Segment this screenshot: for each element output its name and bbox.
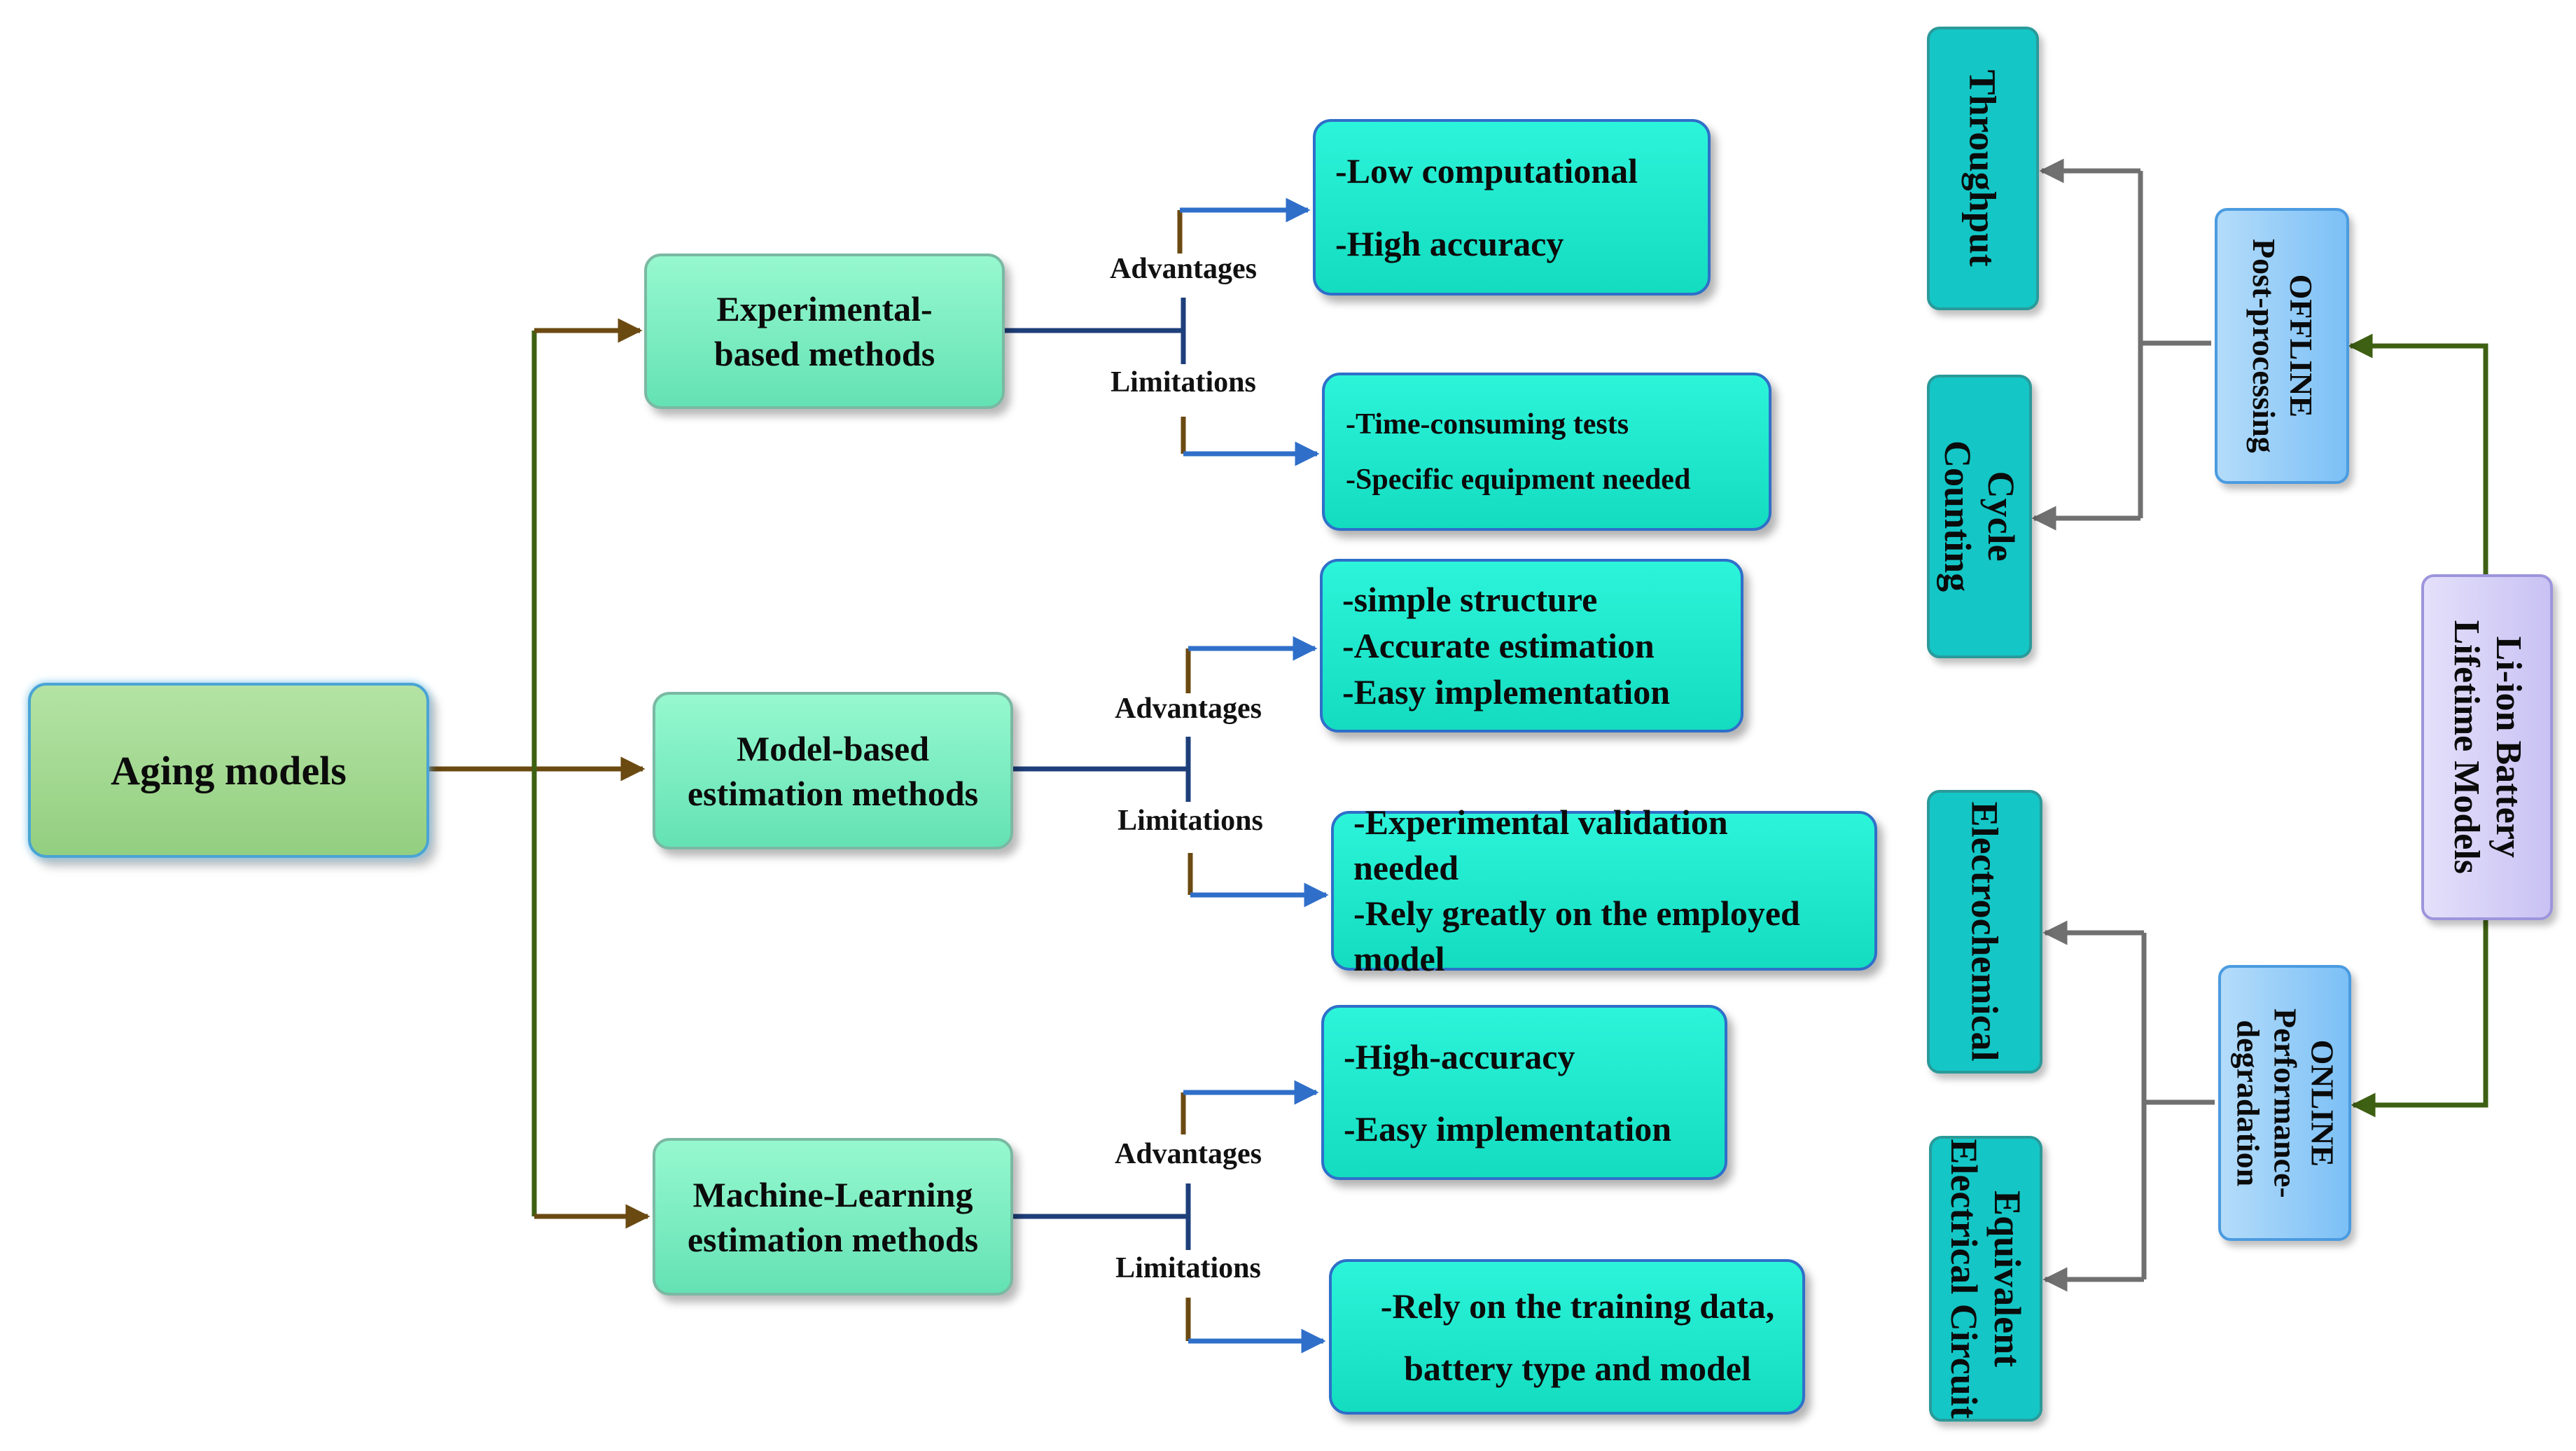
equivalent-circuit-line: Equivalent [1986, 1190, 2029, 1368]
equivalent-circuit-line: Electrical Circuit [1943, 1139, 1986, 1419]
method-label-line: Experimental- [716, 289, 933, 328]
online-line: ONLINE [2304, 1039, 2341, 1167]
lifetime-title-line: Li-ion Battery [2488, 636, 2528, 859]
limitation-item: model [1353, 939, 1445, 978]
root-connectors [429, 318, 650, 1229]
limitation-item: battery type and model [1404, 1348, 1751, 1388]
limitation-item: -Rely on the training data, [1380, 1286, 1775, 1326]
advantage-item: -Easy implementation [1342, 672, 1671, 711]
cycle-counting-line: Cycle [1980, 471, 2023, 562]
method-label-line: Machine-Learning [692, 1174, 973, 1214]
throughput-label: Throughput [1962, 69, 2005, 268]
ml-advantages-box: -High-accuracy -Easy implementation [1321, 1005, 1727, 1180]
machine-learning-methods-node: Machine-Learning estimation methods [653, 1138, 1013, 1296]
online-line: degradation [2230, 1020, 2267, 1186]
limitations-label: Limitations [1118, 805, 1263, 837]
online-node: ONLINE Performance- degradation [2218, 965, 2351, 1241]
advantages-label: Advantages [1114, 693, 1262, 725]
limitations-label: Limitations [1115, 1252, 1261, 1284]
method-2-connectors [1013, 636, 1329, 908]
advantage-item: -High-accuracy [1344, 1036, 1575, 1076]
method-label-line: based methods [713, 334, 935, 373]
offline-line: Post-processing [2246, 239, 2282, 453]
cycle-counting-line: Counting [1937, 440, 1979, 592]
aging-models-label: Aging models [111, 747, 347, 793]
aging-models-node: Aging models [28, 683, 429, 858]
method-label-line: estimation methods [687, 1219, 979, 1259]
advantage-item: -simple structure [1342, 580, 1598, 619]
model-based-advantages-box: -simple structure -Accurate estimation -… [1320, 559, 1743, 733]
advantages-label: Advantages [1114, 1138, 1262, 1170]
advantage-item: -High accuracy [1335, 224, 1564, 263]
electrochemical-label: Electrochemical [1963, 802, 2006, 1062]
advantage-item: -Easy implementation [1344, 1109, 1672, 1148]
advantage-item: -Accurate estimation [1342, 626, 1655, 665]
equivalent-circuit-node: Equivalent Electrical Circuit [1929, 1136, 2042, 1422]
experimental-advantages-box: -Low computational -High accuracy [1313, 119, 1711, 296]
lifetime-connectors [2031, 158, 2488, 1292]
limitation-item: -Rely greatly on the employed [1353, 894, 1800, 933]
lifetime-title-line: Lifetime Models [2446, 620, 2487, 875]
cycle-counting-node: Cycle Counting [1927, 375, 2032, 658]
limitation-item: -Time-consuming tests [1346, 408, 1629, 440]
experimental-limitations-box: -Time-consuming tests -Specific equipmen… [1322, 373, 1771, 531]
electrochemical-node: Electrochemical [1927, 790, 2042, 1074]
model-based-limitations-box: -Experimental validation needed -Rely gr… [1331, 803, 1877, 978]
throughput-node: Throughput [1927, 27, 2039, 310]
limitation-item: -Experimental validation [1353, 803, 1728, 842]
method-1-connectors [1005, 197, 1320, 466]
limitations-label: Limitations [1111, 366, 1256, 398]
advantages-label: Advantages [1109, 253, 1258, 285]
online-line: Performance- [2267, 1008, 2304, 1198]
li-ion-lifetime-models-node: Li-ion Battery Lifetime Models [2421, 574, 2553, 920]
model-based-methods-node: Model-based estimation methods [653, 692, 1013, 849]
limitation-item: needed [1353, 848, 1458, 887]
method-label-line: estimation methods [687, 773, 979, 813]
ml-limitations-box: -Rely on the training data, battery type… [1329, 1259, 1805, 1415]
offline-line: OFFLINE [2283, 274, 2319, 418]
limitation-item: -Specific equipment needed [1346, 463, 1691, 496]
advantage-item: -Low computational [1335, 151, 1638, 190]
offline-node: OFFLINE Post-processing [2215, 208, 2349, 484]
method-label-line: Model-based [737, 728, 929, 768]
experimental-methods-node: Experimental- based methods [644, 254, 1005, 409]
method-3-connectors [1013, 1080, 1326, 1354]
